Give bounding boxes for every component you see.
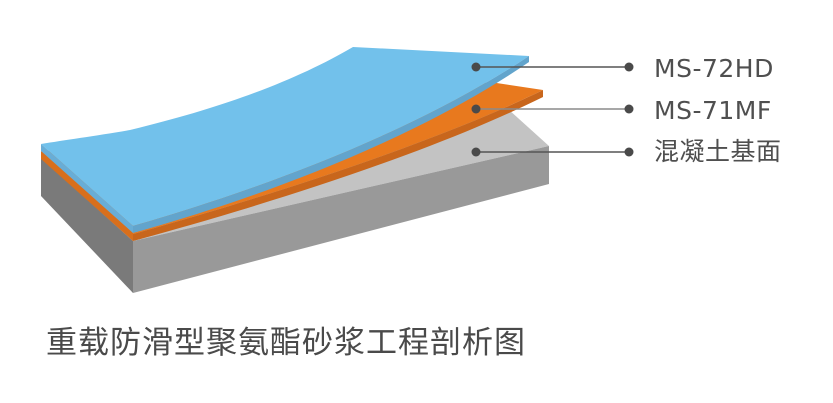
concrete-front-face bbox=[133, 146, 549, 293]
diagram-title: 重载防滑型聚氨酯砂浆工程剖析图 bbox=[46, 325, 526, 361]
label-concrete-substrate: 混凝土基面 bbox=[654, 137, 782, 166]
ms72hd-front-edge bbox=[133, 56, 529, 233]
callout-dot-outer bbox=[624, 104, 634, 114]
ms72hd-left-edge bbox=[41, 144, 133, 233]
callout-dot-inner bbox=[471, 62, 481, 72]
callout-ms72hd bbox=[471, 62, 634, 72]
ms72hd-layer bbox=[41, 47, 529, 233]
callout-dot-inner bbox=[471, 147, 481, 157]
concrete-left-face bbox=[41, 158, 133, 293]
callout-dot-outer bbox=[624, 62, 634, 72]
callout-dot-outer bbox=[624, 147, 634, 157]
callout-concrete bbox=[471, 147, 634, 157]
callout-dot-inner bbox=[471, 104, 481, 114]
callout-ms71mf bbox=[471, 104, 634, 114]
label-ms71mf: MS-71MF bbox=[654, 96, 772, 125]
ms71mf-left-edge bbox=[41, 151, 133, 241]
label-ms72hd: MS-72HD bbox=[654, 54, 774, 83]
ms71mf-front-edge bbox=[133, 90, 543, 241]
ms72hd-top-surface bbox=[41, 47, 529, 226]
